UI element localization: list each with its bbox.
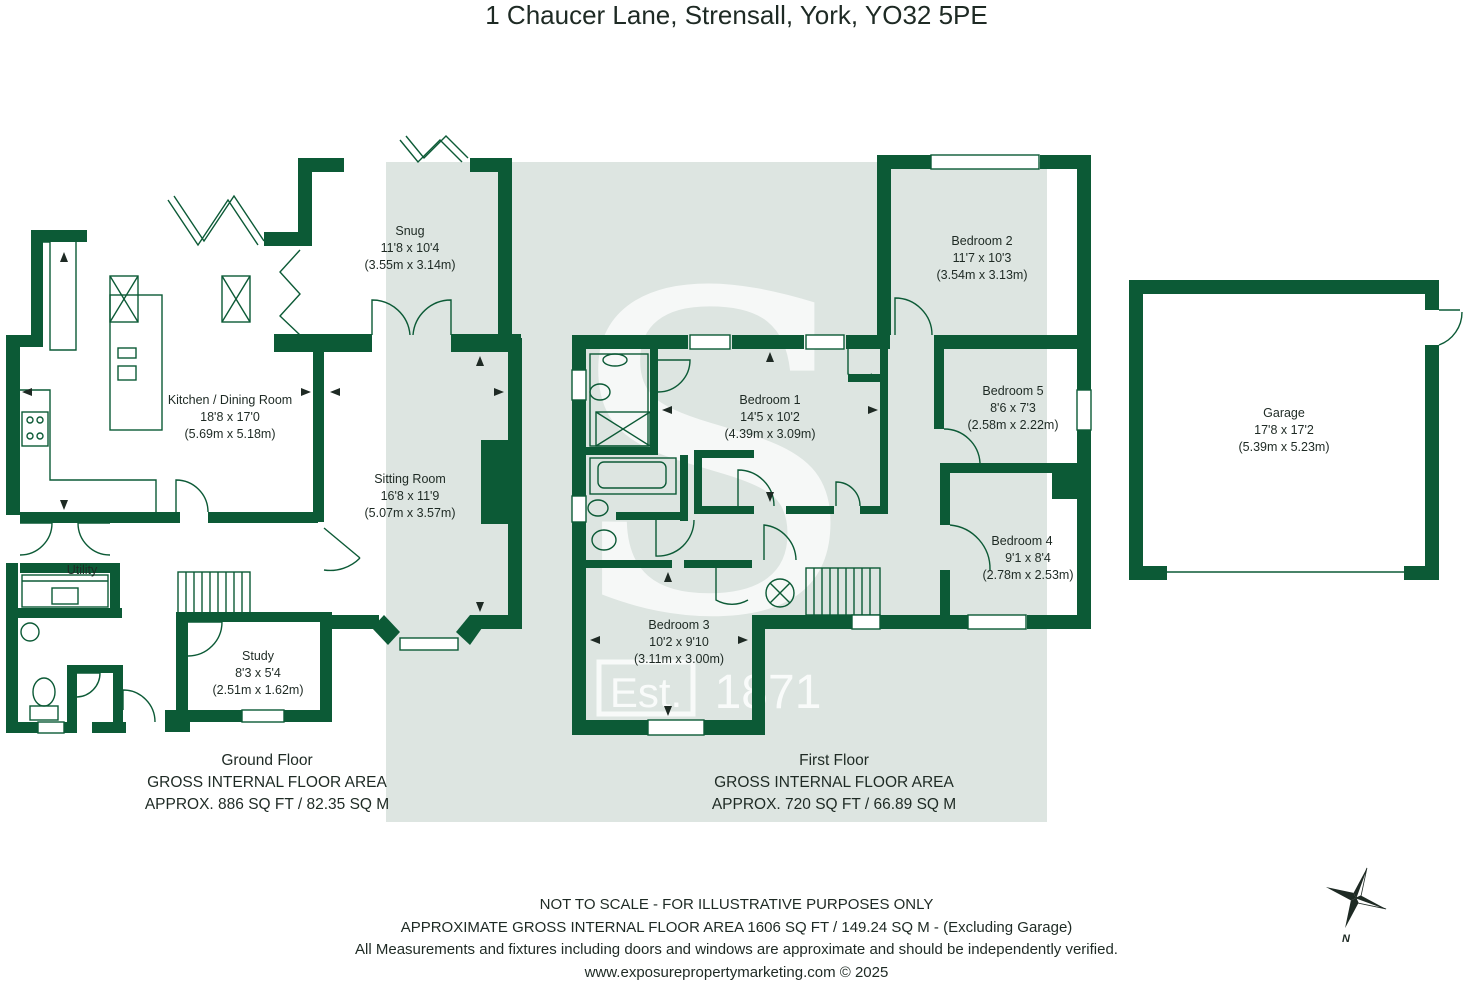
bedroom3-name: Bedroom 3 — [648, 618, 709, 632]
study-imperial: 8'3 x 5'4 — [235, 666, 281, 680]
watermark-est-box — [596, 659, 696, 717]
sitting-imperial: 16'8 x 11'9 — [381, 489, 440, 503]
snug-imperial: 11'8 x 10'4 — [381, 241, 440, 255]
sitting-metric: (5.07m x 3.57m) — [364, 506, 455, 520]
bedroom4-imperial: 9'1 x 8'4 — [1005, 551, 1051, 565]
bedroom4-name: Bedroom 4 — [991, 534, 1052, 548]
first-floor-area-value: APPROX. 720 SQ FT / 66.89 SQ M — [711, 796, 957, 813]
ground-floor-area-value: APPROX. 886 SQ FT / 82.35 SQ M — [144, 796, 390, 813]
study-metric: (2.51m x 1.62m) — [212, 683, 303, 697]
plan-title: 1 Chaucer Lane, Strensall, York, YO32 5P… — [485, 0, 988, 30]
first-floor-area-label: GROSS INTERNAL FLOOR AREA — [714, 774, 954, 791]
sitting-name: Sitting Room — [374, 472, 446, 486]
ground-floor-name: Ground Floor — [221, 752, 313, 769]
bedroom5-name: Bedroom 5 — [982, 384, 1043, 398]
footer-scale-note: NOT TO SCALE - FOR ILLUSTRATIVE PURPOSES… — [539, 896, 934, 913]
bedroom3-imperial: 10'2 x 9'10 — [649, 635, 709, 649]
kitchen-name: Kitchen / Dining Room — [168, 393, 292, 407]
footer-total-area: APPROXIMATE GROSS INTERNAL FLOOR AREA 16… — [400, 918, 1073, 936]
fixtures — [19, 135, 1463, 736]
snug-metric: (3.55m x 3.14m) — [364, 258, 455, 272]
bedroom5-metric: (2.58m x 2.22m) — [967, 418, 1058, 432]
bedroom1-metric: (4.39m x 3.09m) — [724, 427, 815, 441]
disclaimer-footer: NOT TO SCALE - FOR ILLUSTRATIVE PURPOSES… — [0, 894, 1473, 984]
bedroom1-imperial: 14'5 x 10'2 — [740, 410, 800, 424]
snug-name: Snug — [395, 224, 424, 238]
first-floor-caption: First Floor GROSS INTERNAL FLOOR AREA AP… — [694, 750, 974, 816]
bedroom5-imperial: 8'6 x 7'3 — [990, 401, 1036, 415]
ground-floor-caption: Ground Floor GROSS INTERNAL FLOOR AREA A… — [137, 750, 397, 816]
footer-website: www.exposurepropertymarketing.com © 2025 — [584, 963, 889, 981]
bedroom2-name: Bedroom 2 — [951, 234, 1012, 248]
north-arrow-icon — [1325, 867, 1387, 929]
footer-measurement-note: All Measurements and fixtures including … — [355, 941, 1118, 958]
garage-name: Garage — [1263, 406, 1305, 420]
kitchen-metric: (5.69m x 5.18m) — [184, 427, 275, 441]
bedroom1-name: Bedroom 1 — [739, 393, 800, 407]
bedroom3-metric: (3.11m x 3.00m) — [634, 652, 724, 666]
garage-imperial: 17'8 x 17'2 — [1254, 423, 1314, 437]
bedroom2-metric: (3.54m x 3.13m) — [936, 268, 1027, 282]
room-labels: Snug 11'8 x 10'4 (3.55m x 3.14m) Kitchen… — [67, 224, 1330, 697]
ground-floor-area-label: GROSS INTERNAL FLOOR AREA — [147, 774, 387, 791]
watermark-year: 1871 — [715, 666, 822, 719]
bedroom2-imperial: 11'7 x 10'3 — [953, 251, 1012, 265]
first-floor-name: First Floor — [799, 752, 869, 769]
utility-name: Utility — [67, 563, 98, 577]
watermark-est: Est. — [610, 669, 682, 716]
north-label: N — [1342, 933, 1351, 945]
kitchen-imperial: 18'8 x 17'0 — [200, 410, 260, 424]
garage-metric: (5.39m x 5.23m) — [1238, 440, 1329, 454]
walls — [6, 155, 1439, 735]
study-name: Study — [242, 649, 275, 663]
dimension-markers — [22, 252, 878, 716]
bedroom4-metric: (2.78m x 2.53m) — [982, 568, 1073, 582]
